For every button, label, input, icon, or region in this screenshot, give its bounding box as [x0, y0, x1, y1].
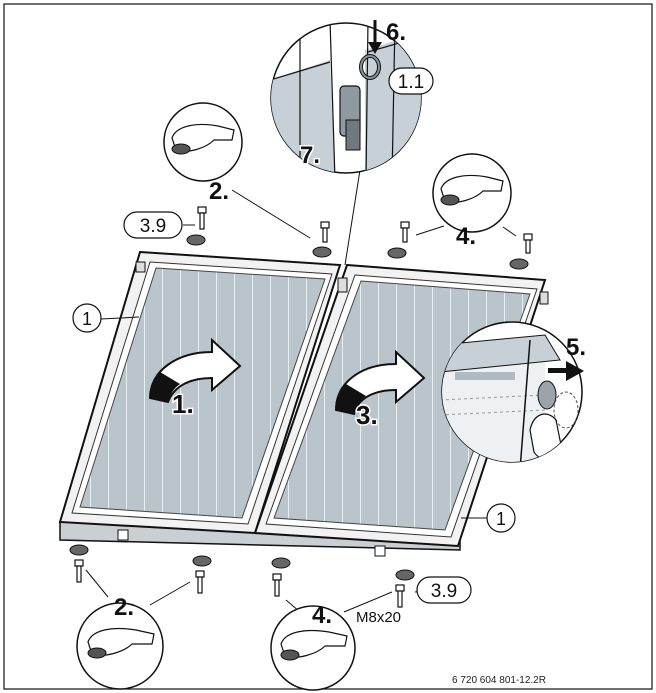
bolt-icon [395, 569, 415, 608]
hand-circle-bottom-left [76, 602, 164, 690]
hand-circle-bottom-right [270, 605, 356, 691]
callout-part-1-right: 1 [496, 509, 506, 529]
rotate-arrow-icon [148, 337, 242, 404]
bolt-icon [509, 233, 533, 270]
bolt-icon [69, 544, 89, 583]
step-label-1: 1. [172, 389, 194, 419]
bolt-icon [186, 206, 207, 246]
rotate-arrow-icon [334, 349, 426, 416]
callout-part-1-left: 1 [82, 309, 92, 329]
collector-left [58, 250, 342, 535]
callout-bubble [416, 576, 472, 604]
detail-circle-top [270, 20, 422, 174]
detail-circle-right [441, 321, 584, 463]
bolt-spec-label: M8x20 [356, 609, 401, 626]
bolt-icon [271, 557, 291, 597]
bolt-icon [312, 221, 332, 258]
callout-bubble [123, 211, 183, 239]
step-label-2-bottom: 2. [114, 594, 134, 621]
step-label-4-top: 4. [456, 223, 476, 250]
figure-id: 6 720 604 801-12.2R [452, 675, 546, 686]
callout-part-3-9-bottom: 3.9 [431, 581, 457, 602]
right-arrow-icon [566, 361, 584, 381]
step-label-2-top: 2. [209, 178, 229, 205]
callout-bubble [72, 303, 102, 333]
down-arrow-icon [368, 42, 382, 54]
figure-border [3, 3, 653, 690]
callout-bubble [388, 67, 434, 95]
step-label-6: 6. [386, 19, 406, 46]
bolt-icon [192, 555, 212, 594]
step-label-4-bottom: 4. [312, 602, 332, 629]
step-label-5: 5. [566, 334, 586, 361]
hand-circle-top-right [432, 153, 512, 233]
step-label-3: 3. [356, 400, 378, 430]
bolt-icon [387, 221, 410, 259]
step-label-7: 7. [300, 142, 320, 169]
callout-part-1-1: 1.1 [398, 72, 424, 93]
hand-circle-top-left [163, 102, 243, 182]
callout-bubble [486, 503, 516, 533]
callout-part-3-9-top: 3.9 [140, 216, 166, 237]
